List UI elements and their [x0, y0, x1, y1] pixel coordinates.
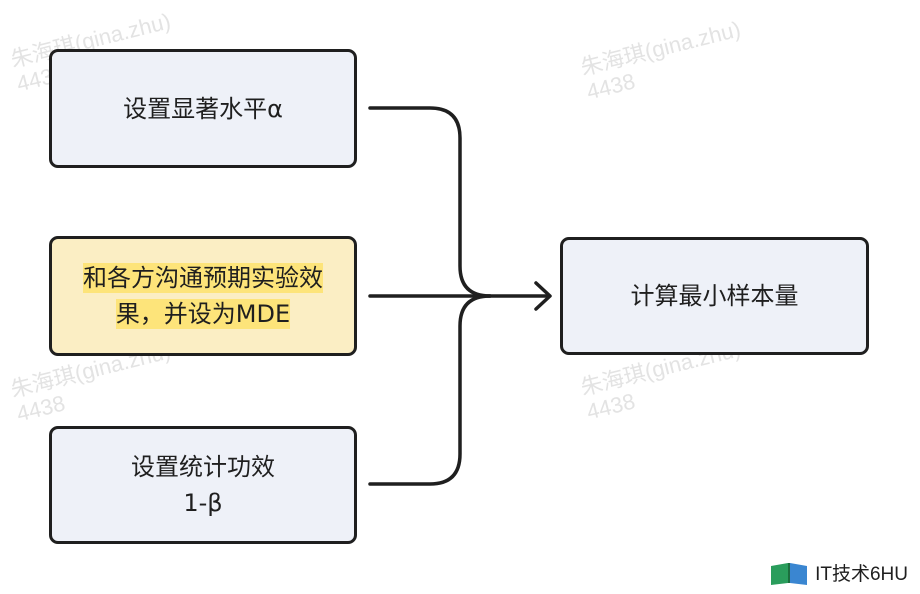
box-label: 设置统计功效 [131, 453, 275, 481]
box-label: 和各方沟通预期实验效 [83, 263, 323, 293]
box-label: 设置显著水平α [123, 94, 283, 123]
box-label: 果，并设为MDE [115, 299, 291, 329]
box-label: 计算最小样本量 [630, 282, 799, 310]
input-box-significance: 设置显著水平α [49, 49, 357, 168]
output-box-sample-size: 计算最小样本量 [560, 237, 869, 355]
input-box-mde: 和各方沟通预期实验效 果，并设为MDE [49, 236, 357, 356]
connector-alpha [368, 106, 492, 298]
box-label: 1-β [183, 489, 223, 517]
brand-logo: IT技术6HU [763, 557, 914, 588]
brand-text: IT技术6HU [815, 564, 908, 585]
arrowhead [534, 281, 552, 311]
connector-power [368, 294, 492, 486]
book-logo-icon [771, 562, 808, 585]
input-box-power: 设置统计功效 1-β [49, 426, 357, 544]
